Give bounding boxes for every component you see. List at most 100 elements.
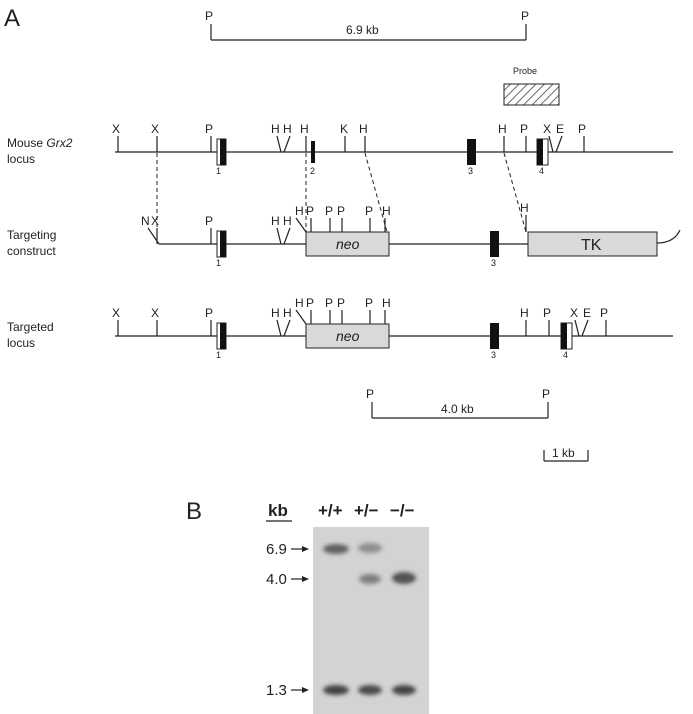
construct-site-7: P — [306, 204, 314, 218]
targeted-site-10: P — [365, 296, 373, 310]
fragment2-size-label: 4.0 kb — [441, 402, 474, 416]
wt-site-5: H — [283, 122, 292, 136]
targeted-site-13: P — [543, 306, 551, 320]
targeted-site-12: H — [520, 306, 529, 320]
wt-site-7: K — [340, 122, 348, 136]
probe: Probe — [503, 66, 560, 106]
wt-exon-2 — [311, 141, 315, 163]
construct-neo-label: neo — [336, 236, 360, 252]
marker-6-9: 6.9 — [266, 541, 287, 558]
band-lane2-6-9 — [358, 543, 382, 553]
band-lane2-1-3 — [358, 685, 382, 695]
construct-site-2: X — [151, 214, 159, 228]
wt-locus-label: Mouse Grx2 — [7, 136, 73, 150]
construct-label-line1: Targeting — [7, 228, 56, 242]
construct-exon-label-1: 1 — [216, 258, 221, 268]
targeted-site-6: H — [295, 296, 304, 310]
construct-site-11: H — [382, 204, 391, 218]
wt-site-10: P — [520, 122, 528, 136]
wt-site-12: E — [556, 122, 564, 136]
construct-site-3: P — [205, 214, 213, 228]
wt-locus-gene: Grx2 — [46, 136, 72, 150]
construct-site-10: P — [365, 204, 373, 218]
targeted-site-5: H — [283, 306, 292, 320]
band-lane2-4-0 — [359, 574, 381, 584]
probe-box — [503, 83, 560, 106]
marker-4-0: 4.0 — [266, 571, 287, 588]
blot-membrane — [313, 527, 429, 714]
targeted-site-7: P — [306, 296, 314, 310]
wt-site-4: H — [271, 122, 280, 136]
scale-bar-label: 1 kb — [552, 446, 575, 460]
construct-exon-label-3: 3 — [491, 258, 496, 268]
scale-bar: 1 kb — [543, 446, 589, 462]
wt-exon-label-2: 2 — [310, 166, 315, 176]
size-markers: 6.9 4.0 1.3 — [266, 541, 309, 699]
homology-lines — [156, 152, 527, 233]
wt-site-3: P — [205, 122, 213, 136]
targeted-site-1: X — [112, 306, 120, 320]
targeted-exon-label-1: 1 — [216, 350, 221, 360]
targeted-site-9: P — [337, 296, 345, 310]
wt-site-11: X — [543, 122, 551, 136]
construct-site-6: H — [295, 204, 304, 218]
lane-label-1: +/+ — [318, 501, 343, 520]
fragment-left-site: P — [205, 9, 213, 23]
construct-tk-label: TK — [581, 237, 602, 254]
targeted-exon-label-4: 4 — [563, 350, 568, 360]
targeted-site-14: X — [570, 306, 578, 320]
wt-exon-label-3: 3 — [468, 166, 473, 176]
marker-1-3: 1.3 — [266, 682, 287, 699]
targeted-site-8: P — [325, 296, 333, 310]
construct-label-line2: construct — [7, 244, 56, 258]
wt-site-13: P — [578, 122, 586, 136]
band-lane3-4-0 — [392, 572, 416, 584]
targeted-neo-box — [305, 323, 390, 349]
targeted-label-line1: Targeted — [7, 320, 54, 334]
construct-site-8: P — [325, 204, 333, 218]
targeted-label-line2: locus — [7, 336, 35, 350]
fragment-size-label: 6.9 kb — [346, 23, 379, 37]
band-lane1-6-9 — [323, 544, 349, 554]
targeting-construct: Targeting construct N X P H H H P P P P … — [7, 201, 681, 268]
construct-site-4: H — [271, 214, 280, 228]
construct-site-12: H — [520, 201, 529, 215]
construct-site-1: N — [141, 214, 150, 228]
wt-site-1: X — [112, 122, 120, 136]
targeted-site-15: E — [583, 306, 591, 320]
targeted-site-2: X — [151, 306, 159, 320]
fragment2-left-site: P — [366, 387, 374, 401]
probe-label: Probe — [513, 66, 537, 76]
wt-site-6: H — [300, 122, 309, 136]
band-lane3-1-3 — [392, 685, 416, 695]
band-lane1-1-3 — [323, 685, 349, 695]
lane-label-2: +/− — [354, 501, 379, 520]
wt-locus-label-prefix: Mouse — [7, 136, 46, 150]
construct-exon-3 — [490, 231, 499, 257]
construct-tk-box — [527, 231, 658, 257]
southern-blot — [313, 527, 429, 714]
blot-unit-label: kb — [268, 501, 288, 520]
fragment-right-site: P — [521, 9, 529, 23]
wt-locus: Mouse Grx2 locus X X P H H H K H H P X E… — [7, 122, 673, 176]
wt-exon-label-4: 4 — [539, 166, 544, 176]
targeted-exon-3 — [490, 323, 499, 349]
panel-label-b: B — [186, 498, 202, 525]
wt-site-9: H — [498, 122, 507, 136]
targeted-site-11: H — [382, 296, 391, 310]
lane-label-3: −/− — [390, 501, 415, 520]
panel-label-a: A — [4, 5, 20, 32]
targeted-exon-label-3: 3 — [491, 350, 496, 360]
wt-exon-3 — [467, 139, 476, 165]
wt-site-8: H — [359, 122, 368, 136]
construct-neo-box — [305, 231, 390, 257]
fragment-6-9kb: P P 6.9 kb — [205, 9, 529, 41]
wt-site-2: X — [151, 122, 159, 136]
targeted-neo-label: neo — [336, 328, 360, 344]
targeted-locus: Targeted locus X X P H H H P P P P H H P — [7, 296, 673, 360]
targeted-site-16: P — [600, 306, 608, 320]
fragment2-right-site: P — [542, 387, 550, 401]
fragment-4-0kb: P P 4.0 kb — [366, 387, 550, 419]
wt-locus-label-line2: locus — [7, 152, 35, 166]
